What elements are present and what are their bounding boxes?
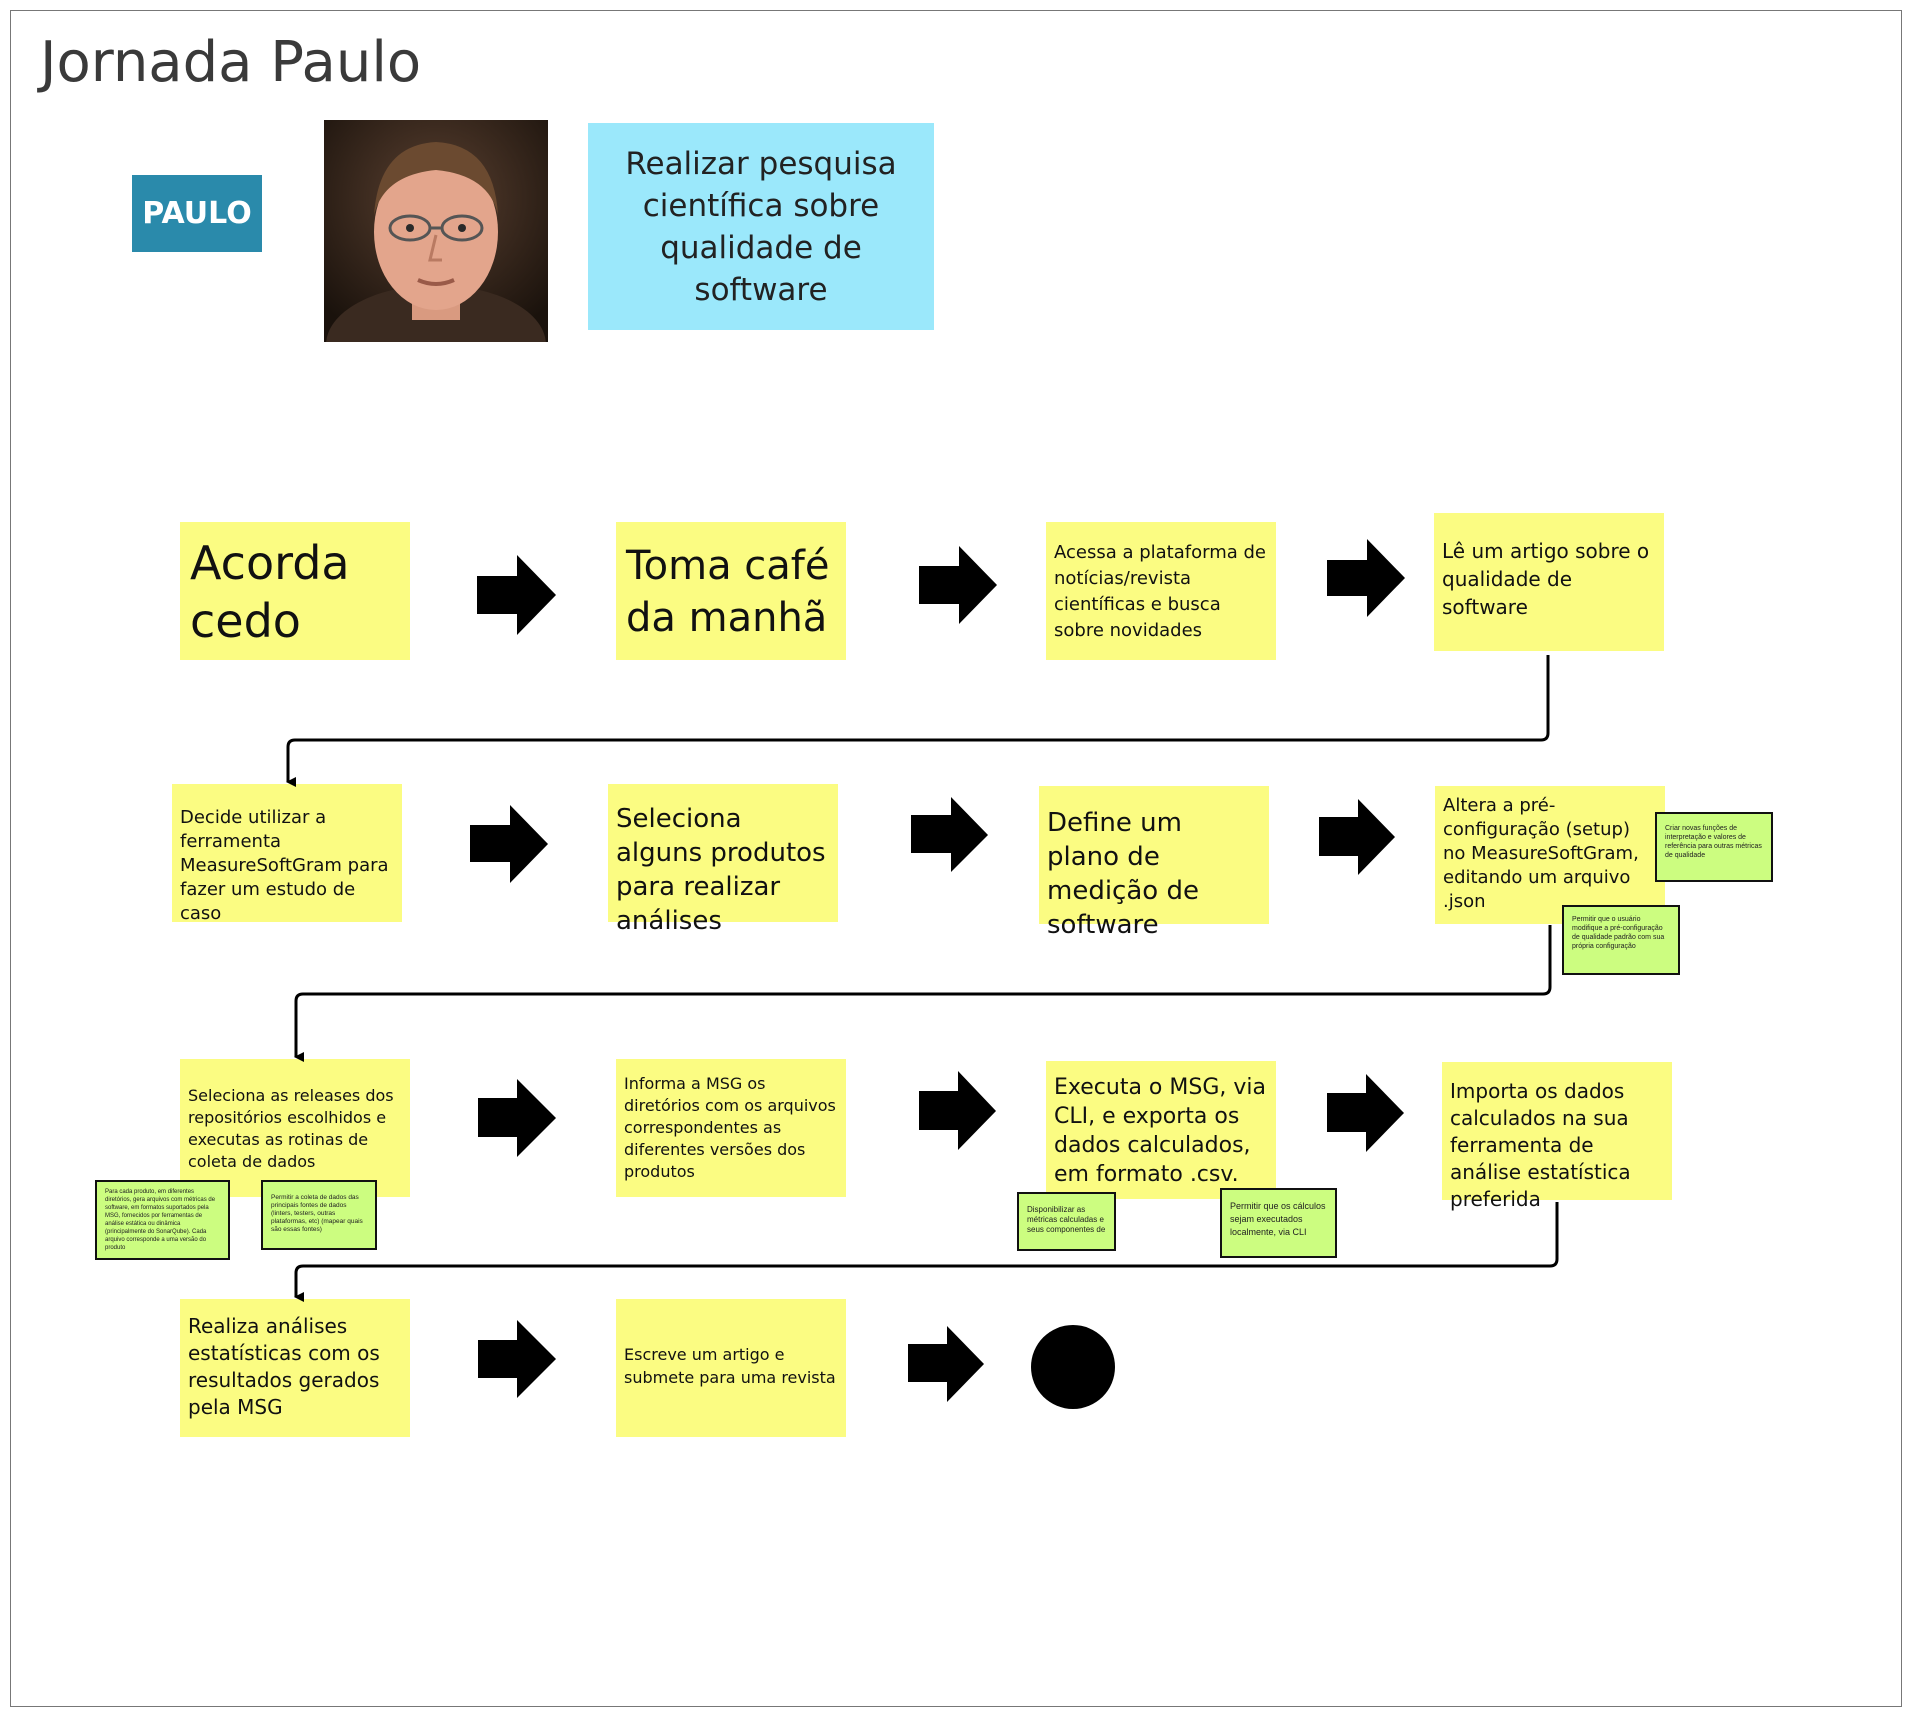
persona-portrait-image: [324, 120, 548, 342]
step-define-plan[interactable]: Define um plano de medição de software: [1039, 786, 1269, 940]
note-local-cli[interactable]: Permitir que os cálculos sejam executado…: [1220, 1188, 1337, 1258]
end-node-icon: [1031, 1325, 1115, 1409]
arrow-right-icon: [478, 1079, 556, 1157]
arrow-right-icon: [911, 797, 988, 872]
arrow-right-icon: [477, 555, 556, 635]
note-text: Permitir a coleta de dados das principai…: [271, 1194, 363, 1233]
row-connector-1: [286, 655, 1550, 787]
step-label: Executa o MSG, via CLI, e exporta os dad…: [1054, 1075, 1266, 1187]
note-text: Disponibilizar as métricas calculadas e …: [1027, 1205, 1106, 1234]
step-label: Acorda cedo: [190, 536, 350, 648]
step-label: Define um plano de medição de software: [1047, 808, 1199, 940]
step-label: Realiza análises estatísticas com os res…: [188, 1314, 380, 1419]
step-label: Altera a pré-configuração (setup) no Mea…: [1443, 795, 1639, 912]
arrow-right-icon: [470, 805, 548, 883]
step-label: Importa os dados calculados na sua ferra…: [1450, 1079, 1631, 1211]
step-label: Seleciona as releases dos repositórios e…: [188, 1086, 394, 1171]
persona-goal-text: Realizar pesquisa científica sobre quali…: [625, 145, 897, 308]
note-text: Para cada produto, em diferentes diretór…: [105, 1189, 216, 1251]
step-statistical-analysis[interactable]: Realiza análises estatísticas com os res…: [180, 1299, 410, 1437]
canvas-frame: [10, 10, 1902, 1707]
row-connector-3: [294, 1202, 1559, 1302]
persona-goal-card[interactable]: Realizar pesquisa científica sobre quali…: [588, 123, 934, 330]
note-reference-values[interactable]: Criar novas funções de interpretação e v…: [1655, 812, 1773, 882]
note-text: Permitir que o usuário modifique a pré-c…: [1572, 916, 1665, 950]
persona-badge[interactable]: PAULO: [132, 175, 262, 252]
step-read-article[interactable]: Lê um artigo sobre o qualidade de softwa…: [1434, 513, 1664, 651]
step-import-data[interactable]: Importa os dados calculados na sua ferra…: [1442, 1062, 1672, 1211]
step-execute-msg[interactable]: Executa o MSG, via CLI, e exporta os dad…: [1046, 1061, 1276, 1199]
step-wake-up[interactable]: Acorda cedo: [180, 522, 410, 660]
step-label: Acessa a plataforma de notícias/revista …: [1054, 542, 1266, 641]
step-select-releases[interactable]: Seleciona as releases dos repositórios e…: [180, 1059, 410, 1197]
step-label: Seleciona alguns produtos para realizar …: [616, 804, 826, 936]
step-select-products[interactable]: Seleciona alguns produtos para realizar …: [608, 784, 838, 936]
page-title: Jornada Paulo: [40, 30, 422, 95]
note-text: Criar novas funções de interpretação e v…: [1665, 825, 1762, 859]
step-label: Informa a MSG os diretórios com os arqui…: [624, 1074, 836, 1181]
step-label: Lê um artigo sobre o qualidade de softwa…: [1442, 539, 1650, 619]
arrow-right-icon: [1327, 539, 1405, 617]
note-generate-metric-files[interactable]: Para cada produto, em diferentes diretór…: [95, 1180, 230, 1260]
step-inform-directories[interactable]: Informa a MSG os diretórios com os arqui…: [616, 1059, 846, 1197]
arrow-right-icon: [919, 546, 997, 624]
step-label: Decide utilizar a ferramenta MeasureSoft…: [180, 807, 389, 924]
step-news-platform[interactable]: Acessa a plataforma de notícias/revista …: [1046, 522, 1276, 660]
step-breakfast[interactable]: Toma café da manhã: [616, 522, 846, 660]
arrow-right-icon: [1319, 799, 1395, 875]
row-connector-2: [294, 925, 1552, 1062]
step-write-article[interactable]: Escreve um artigo e submete para uma rev…: [616, 1299, 846, 1437]
arrow-right-icon: [1327, 1074, 1404, 1152]
note-data-sources[interactable]: Permitir a coleta de dados das principai…: [261, 1180, 377, 1250]
arrow-right-icon: [478, 1320, 556, 1398]
step-label: Escreve um artigo e submete para uma rev…: [624, 1345, 836, 1387]
arrow-right-icon: [919, 1071, 996, 1150]
step-label: Toma café da manhã: [626, 543, 830, 641]
step-decide-tool[interactable]: Decide utilizar a ferramenta MeasureSoft…: [172, 784, 402, 924]
note-available-metrics[interactable]: Disponibilizar as métricas calculadas e …: [1017, 1192, 1116, 1251]
note-custom-config[interactable]: Permitir que o usuário modifique a pré-c…: [1562, 905, 1680, 975]
step-edit-setup[interactable]: Altera a pré-configuração (setup) no Mea…: [1435, 786, 1665, 924]
arrow-right-icon: [908, 1326, 984, 1402]
persona-photo[interactable]: [324, 120, 548, 342]
note-text: Permitir que os cálculos sejam executado…: [1230, 1201, 1326, 1237]
